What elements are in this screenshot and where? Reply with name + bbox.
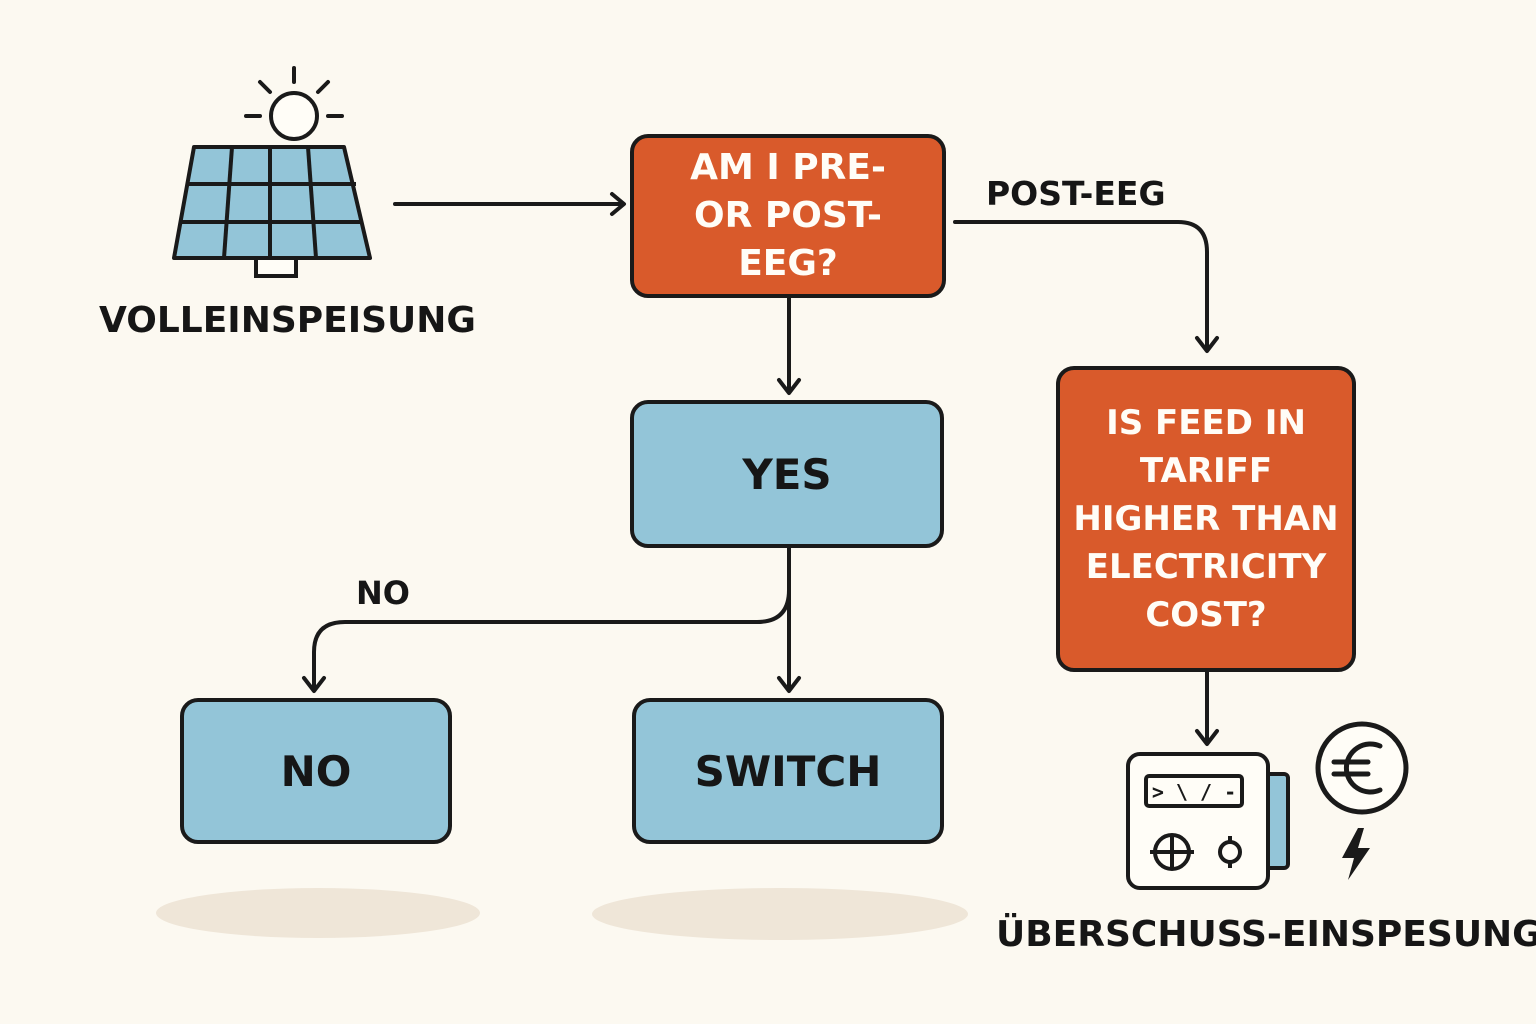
switch-node[interactable]: SWITCH [632,698,944,844]
yes-text: YES [742,449,832,499]
surplus-feed-in-caption: ÜBERSCHUSS-EINSPESUNG [996,914,1536,955]
switch-node-shadow [592,888,968,940]
euro-icon [1315,721,1409,815]
tariff-question-text: IS FEED IN TARIFF HIGHER THAN ELECTRICIT… [1073,403,1339,635]
sun-icon [244,66,344,141]
arrow-post-eeg [953,220,1209,352]
no-node[interactable]: NO [180,698,452,844]
eeg-question-node[interactable]: AM I PRE- OR POST-EEG? [630,134,946,298]
yes-node[interactable]: YES [630,400,944,548]
solar-panel-icon [172,145,372,278]
no-node-shadow [156,888,480,938]
no-edge-label: NO [356,574,410,612]
post-eeg-edge-label: POST-EEG [986,174,1166,213]
eeg-question-text: AM I PRE- OR POST-EEG? [690,147,886,284]
full-feed-in-caption: VOLLEINSPEISUNG [99,300,476,341]
no-text: NO [280,746,352,796]
switch-text: SWITCH [694,746,882,796]
lightning-bolt-icon [1342,828,1370,880]
electricity-meter-icon: > \ / - [1126,752,1290,890]
tariff-question-node[interactable]: IS FEED IN TARIFF HIGHER THAN ELECTRICIT… [1056,366,1356,672]
arrow-yes-to-no [312,588,791,692]
meter-display-text: > \ / - [1152,780,1236,804]
